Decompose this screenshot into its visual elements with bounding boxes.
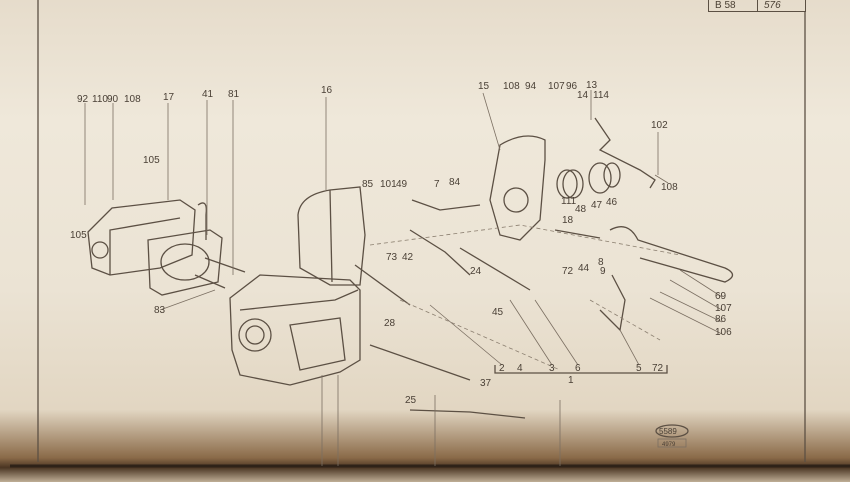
part-label: 8 — [598, 257, 604, 268]
stud — [204, 257, 246, 273]
part-label: 48 — [575, 204, 587, 215]
lift-housing — [229, 274, 361, 386]
part-label: 108 — [503, 81, 520, 92]
part-label: 2 — [499, 363, 505, 374]
gasket — [147, 229, 223, 296]
part-label: 94 — [525, 81, 537, 92]
part-label: 45 — [492, 307, 504, 318]
part-label: 92 — [77, 94, 89, 105]
part-label: 49 — [396, 179, 408, 190]
part-label: 41 — [202, 89, 214, 100]
part-label: 3 — [549, 363, 555, 374]
part-label: 13 — [586, 80, 598, 91]
part-label: 18 — [562, 215, 574, 226]
part-label: 84 — [449, 177, 461, 188]
part-label: 72 — [652, 363, 664, 374]
link — [459, 247, 531, 291]
part-label: 107 — [548, 81, 565, 92]
quadrant-plate — [489, 135, 546, 241]
part-label: 37 — [480, 378, 492, 389]
part-label: 86 — [715, 314, 727, 325]
part-label: 24 — [470, 266, 482, 277]
part-label: 28 — [384, 318, 396, 329]
part-label: 73 — [386, 252, 398, 263]
part-label: 25 — [405, 395, 417, 406]
part-label: 16 — [321, 85, 333, 96]
control-lever — [594, 117, 656, 189]
control-valve-housing — [87, 199, 207, 276]
part-label: 72 — [562, 266, 574, 277]
part-labels: 92 110 90 108 17 41 81 16 105 105 83 15 … — [70, 80, 732, 406]
bell-crank — [599, 274, 626, 332]
rod — [369, 344, 471, 381]
part-label: 85 — [362, 179, 374, 190]
part-label: 17 — [163, 92, 175, 103]
part-label: 44 — [578, 263, 590, 274]
part-label: 106 — [715, 327, 732, 338]
drawing-stamp: 5589 4979 — [655, 424, 689, 448]
part-label: 47 — [591, 200, 603, 211]
part-label: 1 — [568, 375, 574, 386]
part-label: 114 — [593, 90, 609, 101]
part-label: 108 — [124, 94, 141, 105]
part-label: 105 — [143, 155, 160, 166]
part-label: 107 — [715, 303, 732, 314]
part-label: 9 — [600, 266, 606, 277]
shaft — [354, 264, 411, 306]
part-label: 46 — [606, 197, 618, 208]
spring-assembly — [556, 162, 621, 199]
part-label: 83 — [154, 305, 166, 316]
part-label: 102 — [651, 120, 668, 131]
part-label: 7 — [434, 179, 440, 190]
part-label: 15 — [478, 81, 490, 92]
lift-arm — [609, 226, 734, 283]
lever-arm — [554, 229, 601, 239]
part-label: 69 — [715, 291, 727, 302]
leader-lines — [84, 90, 723, 466]
side-cover — [297, 186, 366, 286]
svg-text:5589: 5589 — [659, 427, 677, 436]
group-bracket — [494, 365, 668, 374]
part-label: 81 — [228, 89, 240, 100]
lower-link — [409, 409, 526, 419]
part-label: 110 — [92, 94, 108, 105]
part-label: 42 — [402, 252, 414, 263]
part-label: 105 — [70, 230, 87, 241]
part-label: 6 — [575, 363, 581, 374]
lever-7 — [411, 199, 481, 211]
part-label: 14 — [577, 90, 589, 101]
part-label: 5 — [636, 363, 642, 374]
part-label: 4 — [517, 363, 523, 374]
part-label: 111 — [561, 196, 577, 207]
link — [409, 229, 471, 276]
part-label: 108 — [661, 182, 678, 193]
stud — [194, 274, 226, 289]
svg-text:4979: 4979 — [662, 442, 676, 448]
part-label: 101 — [380, 179, 397, 190]
part-label: 96 — [566, 81, 578, 92]
page-number: 576 — [757, 0, 806, 12]
part-label: 90 — [107, 94, 119, 105]
